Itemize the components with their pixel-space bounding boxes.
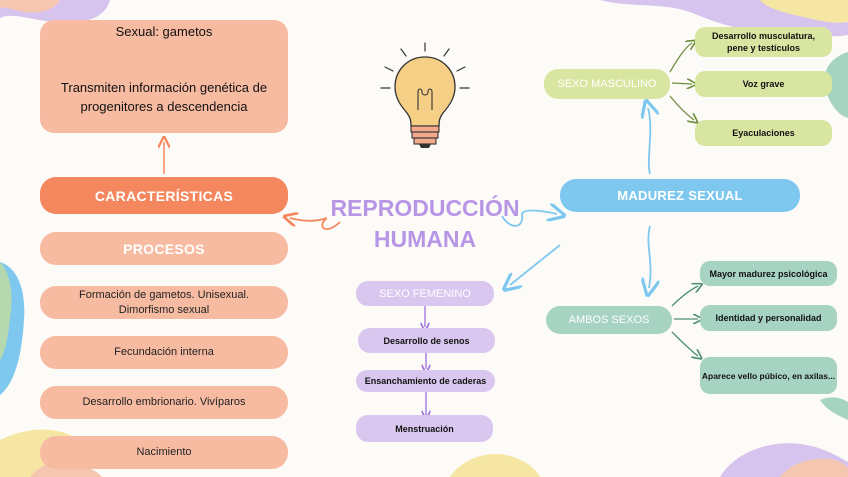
sexo-femenino-node: SEXO FEMENINO: [356, 281, 494, 306]
proceso-item-label: Desarrollo embrionario. Vivíparos: [82, 396, 246, 409]
ambos-item: Mayor madurez psicológica: [700, 261, 837, 286]
proceso-item: Desarrollo embrionario. Vivíparos: [40, 386, 288, 419]
masculino-item-label: Desarrollo musculatura, pene y testículo…: [711, 30, 816, 53]
femenino-item-label: Menstruación: [395, 423, 454, 434]
ambos-sexos-label: AMBOS SEXOS: [568, 314, 650, 326]
femenino-item-label: Ensanchamiento de caderas: [364, 376, 487, 386]
ambos-item-label: Mayor madurez psicológica: [709, 268, 828, 279]
characteristics-detail-box: Sexual: gametos Transmiten información g…: [40, 20, 288, 133]
femenino-item: Ensanchamiento de caderas: [356, 370, 495, 392]
sexo-femenino-label: SEXO FEMENINO: [379, 287, 471, 300]
procesos-label: PROCESOS: [123, 240, 205, 257]
characteristics-detail-line1: Sexual: gametos: [115, 24, 213, 39]
proceso-item-label: Nacimiento: [136, 446, 192, 459]
masculino-item: Eyaculaciones: [695, 120, 832, 146]
masculino-item-label: Voz grave: [742, 78, 785, 89]
ambos-sexos-node: AMBOS SEXOS: [546, 306, 672, 334]
caracteristicas-node: CARACTERÍSTICAS: [40, 177, 288, 214]
madurez-sexual-node: MADUREZ SEXUAL: [560, 179, 800, 212]
title-line1: REPRODUCCIÓN: [330, 195, 520, 221]
procesos-node: PROCESOS: [40, 232, 288, 265]
title-line2: HUMANA: [373, 226, 477, 252]
characteristics-detail-line2: Transmiten información genética de proge…: [60, 80, 268, 114]
sexo-masculino-label: SEXO MASCULINO: [557, 78, 657, 90]
ambos-item-label: Identidad y personalidad: [715, 313, 822, 323]
proceso-item-label: Formación de gametos. Unisexual. Dimorfi…: [79, 289, 249, 316]
ambos-item: Identidad y personalidad: [700, 305, 837, 331]
proceso-item: Formación de gametos. Unisexual. Dimorfi…: [40, 286, 288, 319]
femenino-item-label: Desarrollo de senos: [383, 335, 470, 346]
masculino-item: Voz grave: [695, 71, 832, 97]
masculino-item-label: Eyaculaciones: [732, 127, 795, 138]
femenino-item: Desarrollo de senos: [358, 328, 495, 353]
caracteristicas-label: CARACTERÍSTICAS: [94, 187, 234, 204]
ambos-item-label: Aparece vello púbico, en axilas...: [701, 370, 836, 381]
sexo-masculino-node: SEXO MASCULINO: [544, 69, 670, 99]
page-title: REPRODUCCIÓN HUMANA: [320, 193, 530, 255]
masculino-item: Desarrollo musculatura, pene y testículo…: [695, 27, 832, 57]
madurez-sexual-label: MADUREZ SEXUAL: [617, 188, 743, 203]
ambos-item: Aparece vello púbico, en axilas...: [700, 357, 837, 394]
lightbulb-icon: [380, 42, 470, 148]
femenino-item: Menstruación: [356, 415, 493, 442]
proceso-item-label: Fecundación interna: [114, 346, 214, 359]
proceso-item: Fecundación interna: [40, 336, 288, 369]
proceso-item: Nacimiento: [40, 436, 288, 469]
